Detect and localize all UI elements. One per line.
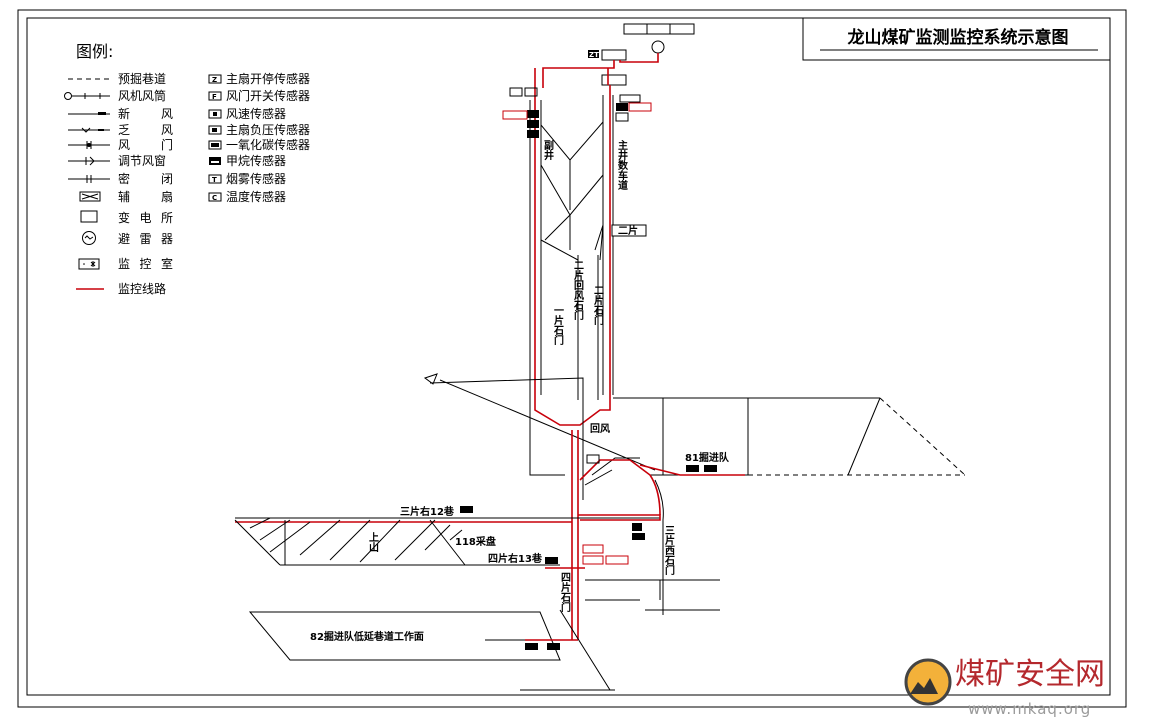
wind-speed-sensor-icon: [208, 109, 222, 119]
fourth-right-13-label: 四片右13巷: [488, 552, 543, 565]
monitoring-room-icon: [601, 49, 627, 61]
return-air-icon: [68, 127, 110, 133]
legend-label: 主扇开停传感器: [226, 71, 310, 86]
legend-label: 一氧化碳传感器: [226, 137, 310, 152]
title-block: 龙山煤矿监测监控系统示意图: [802, 17, 1111, 61]
legend-label: 预掘巷道: [118, 71, 166, 86]
legend-label: 温度传感器: [226, 189, 286, 204]
third-right-12-label: 三片右12巷: [400, 505, 455, 518]
second-crosscut-label: 二片石门: [592, 285, 605, 326]
legend-label: 甲烷传感器: [226, 153, 286, 168]
watermark-name: 煤矿安全网: [955, 657, 1105, 692]
svg-text:C: C: [212, 194, 217, 202]
zt-sensor-icon: [588, 50, 599, 58]
second-section-label: 二片: [618, 224, 638, 237]
air-door-switch-sensor-icon: F: [208, 91, 222, 101]
legend-label: 密闭: [118, 171, 173, 186]
lower-roadways: 三片右12巷 118采盘 上山 四片右13巷 四片石门 三片西石门 82掘进队低…: [234, 505, 720, 691]
legend-label: 风门: [118, 137, 173, 152]
aux-shaft-label: 副井: [542, 139, 554, 161]
svg-text:F: F: [212, 93, 217, 101]
third-west-crosscut-label: 三片西石门: [663, 525, 676, 576]
sensor-legend: Z 主扇开停传感器 F 风门开关传感器 风速传感器 主扇负压传感器 一氧化碳传感…: [208, 71, 310, 204]
main-fan-switch-sensor-icon: Z: [208, 74, 222, 84]
legend-label: 烟雾传感器: [226, 171, 286, 186]
fan-duct-icon: [64, 92, 110, 100]
temperature-sensor-icon: C: [208, 192, 222, 202]
team-82-face-label: 82掘进队低延巷道工作面: [310, 630, 424, 643]
substation-icon: [80, 210, 98, 223]
legend-label: 辅扇: [118, 189, 173, 204]
legend-heading: 图例:: [76, 42, 113, 61]
team-81-label: 81掘进队: [685, 451, 730, 464]
legend-label: 风机风筒: [118, 88, 166, 103]
legend-label: 新风: [118, 106, 173, 121]
air-door-icon: [68, 141, 110, 149]
fourth-crosscut-label: 四片石门: [559, 572, 572, 613]
lightning-arrester-icon: [651, 40, 665, 54]
shafts: 副井 主井数车道 二片 二片回风石门 二片石门 一片石门: [502, 68, 652, 426]
legend-label: 变电所: [118, 210, 173, 225]
legend-label: 风门开关传感器: [226, 88, 310, 103]
second-return-crosscut-label: 二片回风石门: [572, 260, 585, 321]
return-air-label: 回风: [590, 423, 610, 435]
regulator-window-icon: [68, 156, 110, 166]
outer-border: [17, 9, 1127, 708]
zt-label: ZT: [589, 51, 599, 59]
auxiliary-fan-icon: [79, 191, 101, 202]
watermark-logo: 煤矿安全网 www.mkaq.org: [904, 657, 1105, 718]
legend-label: 调节风窗: [118, 154, 166, 168]
svg-text:T: T: [212, 176, 217, 184]
svg-text:Z: Z: [212, 76, 217, 84]
legend-label: 监控室: [118, 256, 173, 271]
main-shaft-label: 主井数车道: [616, 139, 628, 191]
legend-label: 乏风: [118, 123, 173, 137]
legend-label: 监控线路: [118, 281, 166, 296]
middle-roadways: 81掘进队 回风: [423, 373, 966, 640]
surface-station: ZT: [542, 23, 695, 88]
main-fan-pressure-sensor-icon: [208, 125, 222, 135]
air-door-switch-sensor-icon: [586, 454, 600, 464]
diagram-title: 龙山煤矿监测监控系统示意图: [847, 27, 1069, 48]
smoke-sensor-icon: T: [208, 174, 222, 184]
uphill-label: 上山: [367, 531, 379, 553]
first-crosscut-label: 一片石门: [552, 305, 565, 346]
fresh-air-icon: [68, 112, 110, 115]
monitoring-room-icon: [78, 258, 100, 270]
mining-118-label: 118采盘: [455, 535, 496, 548]
legend-label: 风速传感器: [226, 106, 286, 121]
watermark-url: www.mkaq.org: [968, 700, 1091, 718]
lightning-arrester-icon: [82, 231, 96, 245]
legend-label: 避雷器: [118, 232, 173, 246]
legend: 图例: 预掘巷道 风机风筒 新风 乏风 风门 调节风窗 密闭 辅扇 变电所 避雷…: [64, 42, 310, 296]
co-sensor-icon: [208, 140, 222, 150]
methane-sensor-icon: [209, 157, 221, 165]
seal-icon: [68, 175, 110, 183]
inner-border: [26, 17, 1111, 696]
legend-label: 主扇负压传感器: [226, 122, 310, 137]
substation-icon: [601, 74, 627, 86]
